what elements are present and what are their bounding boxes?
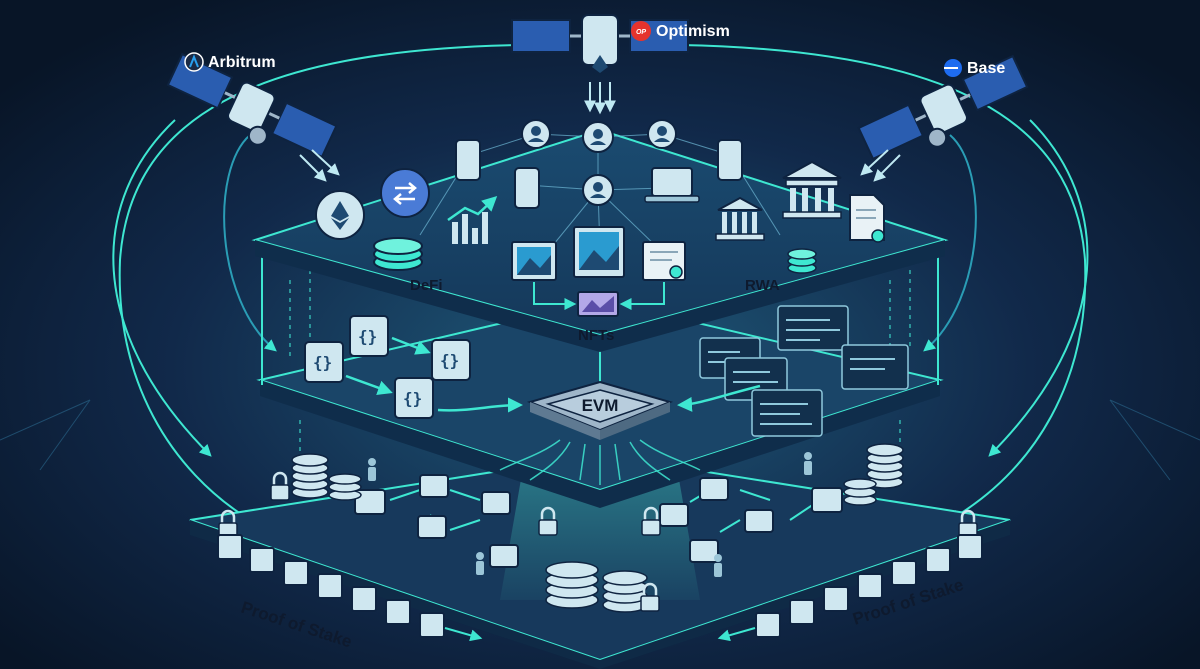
defi-group: DeFi bbox=[315, 168, 498, 294]
smart-contract-icon: {} bbox=[304, 341, 344, 383]
mobile-phone-icon bbox=[455, 139, 481, 181]
block-node bbox=[417, 515, 447, 539]
base-name: Base bbox=[967, 60, 1005, 77]
block-node bbox=[419, 474, 449, 498]
base-label: Base bbox=[944, 59, 1005, 77]
image-nft-icon bbox=[573, 226, 625, 278]
svg-text:{}: {} bbox=[313, 353, 332, 372]
coin-stack-icon bbox=[866, 443, 904, 489]
block-node bbox=[354, 489, 386, 515]
validator-person-icon bbox=[476, 552, 484, 575]
user-avatar-icon bbox=[582, 174, 614, 206]
user-avatar-icon bbox=[582, 121, 614, 153]
block-node bbox=[699, 477, 729, 501]
laptop-icon bbox=[644, 167, 700, 203]
base-logo-icon bbox=[944, 59, 962, 77]
document-icon bbox=[849, 194, 885, 243]
evm-chip: EVM bbox=[499, 380, 701, 485]
optimism-name: Optimism bbox=[656, 23, 730, 40]
coin-stack-icon bbox=[545, 561, 599, 609]
nfts-label: NFTs bbox=[578, 327, 614, 344]
svg-text:{}: {} bbox=[358, 327, 377, 346]
swap-icon bbox=[380, 168, 430, 218]
satellite-arbitrum bbox=[166, 52, 338, 159]
padlock-icon bbox=[641, 506, 661, 536]
block-node bbox=[481, 491, 511, 515]
mobile-phone-icon bbox=[514, 167, 540, 209]
user-icons bbox=[455, 119, 743, 209]
coin-stack-icon bbox=[843, 478, 877, 506]
padlock-icon bbox=[538, 506, 558, 536]
rwa-label: RWA bbox=[745, 277, 780, 294]
block-node bbox=[689, 539, 719, 563]
nft-group: NFTs bbox=[511, 226, 686, 344]
svg-text:{}: {} bbox=[403, 389, 422, 408]
user-avatar-icon bbox=[521, 119, 551, 149]
mobile-phone-icon bbox=[717, 139, 743, 181]
optimism-label: OP Optimism bbox=[631, 21, 730, 41]
certificate-icon bbox=[642, 241, 686, 281]
arbitrum-name: Arbitrum bbox=[208, 54, 276, 71]
arbitrum-logo-icon bbox=[184, 52, 204, 72]
smart-contract-icon: {} bbox=[349, 315, 389, 357]
ethereum-coin-icon bbox=[315, 190, 365, 240]
code-window-icon bbox=[841, 344, 909, 390]
coin-stack-icon bbox=[602, 570, 648, 613]
nft-gallery-icon bbox=[577, 291, 619, 317]
bank-building-icon bbox=[715, 196, 765, 241]
evm-label: EVM bbox=[582, 396, 619, 415]
validator-network bbox=[218, 443, 978, 613]
bank-building-icon bbox=[782, 160, 842, 219]
optimism-logo-icon bbox=[631, 21, 651, 41]
rwa-group: RWA bbox=[715, 160, 885, 294]
block-node bbox=[489, 544, 519, 568]
satellite-optimism bbox=[511, 14, 689, 73]
optimism-badge: OP bbox=[636, 29, 646, 36]
validator-person-icon bbox=[368, 458, 376, 481]
image-nft-icon bbox=[511, 241, 557, 281]
defi-label: DeFi bbox=[410, 277, 443, 294]
block-node bbox=[659, 503, 689, 527]
code-window-icon bbox=[777, 305, 849, 351]
block-node bbox=[811, 487, 843, 513]
network-lines bbox=[0, 399, 1200, 481]
orbit-arrows bbox=[112, 44, 1089, 522]
user-avatar-icon bbox=[647, 119, 677, 149]
validator-person-icon bbox=[714, 554, 722, 577]
smart-contract-icon: {} bbox=[431, 339, 471, 381]
growth-chart-icon bbox=[447, 195, 498, 244]
smart-contracts: {} {} {} {} bbox=[304, 315, 523, 419]
coin-stack-icon bbox=[328, 473, 362, 501]
block-node bbox=[744, 509, 774, 533]
satellite-base bbox=[857, 54, 1029, 161]
downlink-arrows bbox=[299, 82, 901, 182]
smart-contract-icon: {} bbox=[394, 377, 434, 419]
code-windows bbox=[677, 305, 909, 437]
padlock-icon bbox=[270, 471, 290, 501]
coin-stack-icon bbox=[291, 453, 329, 499]
padlock-icon bbox=[640, 582, 660, 612]
flow-arrow bbox=[533, 282, 577, 310]
validator-person-icon bbox=[804, 452, 812, 475]
flow-arrow bbox=[619, 282, 665, 310]
coin-stack-icon bbox=[787, 248, 817, 274]
arbitrum-label: Arbitrum bbox=[184, 52, 276, 72]
coin-stack-icon bbox=[373, 237, 423, 271]
svg-text:{}: {} bbox=[440, 351, 459, 370]
code-window-icon bbox=[751, 389, 823, 437]
